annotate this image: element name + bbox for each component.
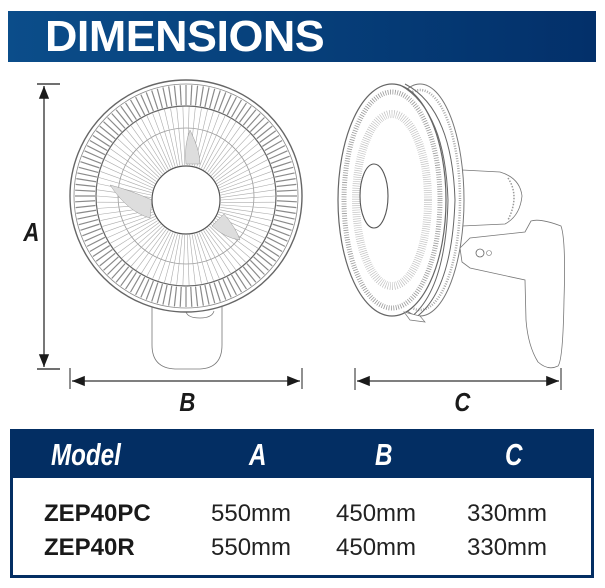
column-header-c: C [505,437,523,472]
page-title: DIMENSIONS [45,12,325,61]
value-b: 450mm [336,500,417,527]
table-row: ZEP40R 550mm 450mm 330mm [13,533,591,565]
dimension-label-b: B [179,387,196,417]
front-view-fan-illustration [69,79,303,370]
dimension-label-c: C [454,387,471,417]
dimension-line-b [69,368,303,389]
model-name: ZEP40PC [44,500,151,527]
value-c: 330mm [467,500,548,527]
value-b: 450mm [336,534,417,561]
dimension-line-a [37,83,60,370]
table-header: Model A B C [13,432,591,478]
value-a: 550mm [211,500,292,527]
column-header-model: Model [51,437,121,472]
table-row: ZEP40PC 550mm 450mm 330mm [13,499,591,531]
column-header-b: B [375,437,393,472]
dimension-label-a: A [23,217,40,247]
dimension-diagram: A B C [0,62,605,422]
dimension-line-c [354,368,562,390]
model-name: ZEP40R [44,534,135,561]
side-view-fan-illustration [337,83,565,369]
value-a: 550mm [211,534,292,561]
title-banner: DIMENSIONS [8,11,596,62]
dimensions-table: Model A B C ZEP40PC 550mm 450mm 330mm ZE… [10,429,594,578]
column-header-a: A [249,437,267,472]
value-c: 330mm [467,534,548,561]
